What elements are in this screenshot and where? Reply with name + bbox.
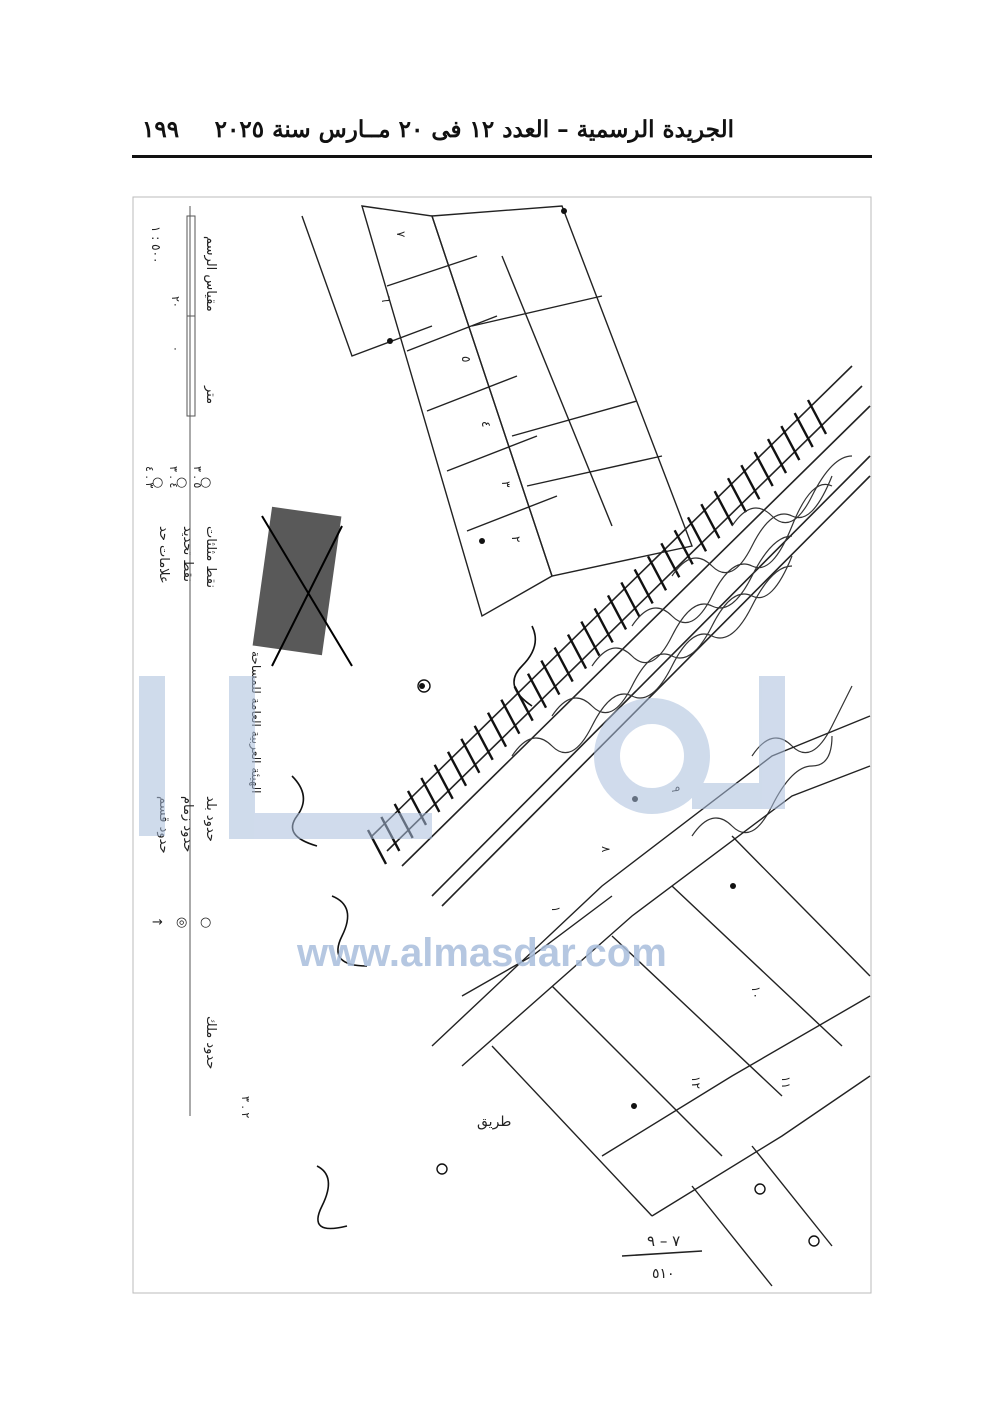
sheet-fraction-top: ٧ – ٩ xyxy=(647,1232,680,1250)
parcel-label: ٥ xyxy=(459,356,473,362)
railway-tick xyxy=(486,712,508,748)
railway-band xyxy=(371,365,871,907)
railway-tick xyxy=(500,699,521,735)
railway-tick xyxy=(806,399,828,435)
legend-code-3: ٢ . ٣ xyxy=(239,1096,252,1118)
railway-tick xyxy=(713,490,734,526)
legend-symbol-1: ◎ xyxy=(176,915,187,930)
railway-tick xyxy=(460,738,481,774)
railway-tick xyxy=(566,633,588,670)
railway-tick xyxy=(420,777,441,813)
railway-tick xyxy=(700,503,721,539)
page-header: الجريدة الرسمية – العدد ١٢ فى ٢٠ مــارس … xyxy=(132,112,872,156)
legend-scale-ratio: ٥٠٠ : ١ xyxy=(149,226,163,263)
header-rule xyxy=(132,155,872,158)
parcel-label: ٣ xyxy=(499,481,513,488)
page-number: ١٩٩ xyxy=(142,116,180,143)
railway-tick xyxy=(766,438,788,474)
survey-map-drawing: مقياس الرسم متر ٢٠ ٠ ٥٠٠ : ١ نقط مثلثات … xyxy=(132,196,872,1294)
legend-code-0: ٥ . ٣ xyxy=(191,466,204,488)
sheet-fraction-bottom: ٥١٠ xyxy=(652,1266,675,1282)
lower-parcel-grid xyxy=(431,715,871,1287)
parcel-label: ١ xyxy=(549,906,563,912)
railway-tick xyxy=(593,607,614,644)
parcel-number-labels: ٧ ٦ ٥ ٤ ٣ ٢ ١ ٨ ٩ ١٠ ١١ ١٢ xyxy=(379,231,793,1089)
railway-tick xyxy=(553,647,574,683)
railway-tick xyxy=(726,477,748,513)
railway-tick xyxy=(660,542,681,578)
parcel-label: ٢ xyxy=(509,536,523,542)
watermark-emblem xyxy=(139,676,785,839)
legend-scale-label: مقياس الرسم xyxy=(203,236,218,312)
parcel-label: ٨ xyxy=(599,846,613,853)
railway-tick xyxy=(780,425,801,461)
legend-row-1: نقط تحديد xyxy=(180,526,195,582)
railway-tick xyxy=(620,581,641,617)
parcel-label: ١٢ xyxy=(689,1076,703,1089)
legend-row-4: حدود زمام xyxy=(180,796,195,852)
parcel-label: ٤ xyxy=(479,421,493,427)
legend-scale-zero: ٠ xyxy=(169,346,182,352)
signatures xyxy=(291,625,537,1230)
gazette-title: الجريدة الرسمية – العدد ١٢ فى ٢٠ مــارس … xyxy=(214,116,734,143)
legend-code-1: ٤ . ٣ xyxy=(167,466,180,488)
railway-tick xyxy=(606,594,628,631)
parcel-label: ٦ xyxy=(379,296,393,302)
legend-row-6: حدود ملك xyxy=(203,1016,218,1069)
railway-tick xyxy=(646,555,668,591)
parcel-label: ١١ xyxy=(779,1076,793,1089)
circle-markers xyxy=(417,679,820,1247)
railway-tick xyxy=(433,764,454,800)
legend-scale-twenty: ٢٠ xyxy=(169,296,182,308)
legend-symbol-3: ○ xyxy=(200,475,211,490)
railway-tick xyxy=(740,464,761,500)
parcel-label: ١٠ xyxy=(749,986,763,999)
legend-symbol-5: ○ xyxy=(152,475,163,490)
map-legend: مقياس الرسم متر ٢٠ ٠ ٥٠٠ : ١ نقط مثلثات … xyxy=(143,206,252,1118)
railway-tick xyxy=(526,673,548,709)
legend-code-2: ٣ . ٤ xyxy=(143,466,156,488)
official-stamp xyxy=(252,506,353,667)
railway-tick xyxy=(633,568,654,604)
railway-tick xyxy=(580,620,601,657)
railway-tick xyxy=(473,725,494,761)
legend-symbol-4: ○ xyxy=(176,475,187,490)
railway-tick xyxy=(446,751,468,787)
parcel-label: ٧ xyxy=(394,231,408,238)
legend-row-0: نقط مثلثات xyxy=(203,526,218,588)
scanned-survey-map: مقياس الرسم متر ٢٠ ٠ ٥٠٠ : ١ نقط مثلثات … xyxy=(132,196,872,1294)
legend-scale-m: متر xyxy=(203,385,218,404)
legend-row-2: علامات حد xyxy=(156,526,171,584)
road-label: طريق xyxy=(477,1114,511,1130)
railway-tick xyxy=(793,412,814,448)
railway-tick xyxy=(753,451,774,487)
railway-tick xyxy=(540,660,561,696)
legend-symbol-2: → xyxy=(152,915,163,930)
railway-tick xyxy=(686,516,708,552)
watermark-url: www.almasdar.com xyxy=(296,931,667,975)
legend-symbol-0: ○ xyxy=(200,915,211,930)
legend-row-3: حدود بلد xyxy=(203,796,218,842)
sheet-number: ٧ – ٩ ٥١٠ xyxy=(621,1232,703,1282)
upper-parcel-grid xyxy=(301,205,693,618)
handwritten-annotations xyxy=(511,455,853,837)
